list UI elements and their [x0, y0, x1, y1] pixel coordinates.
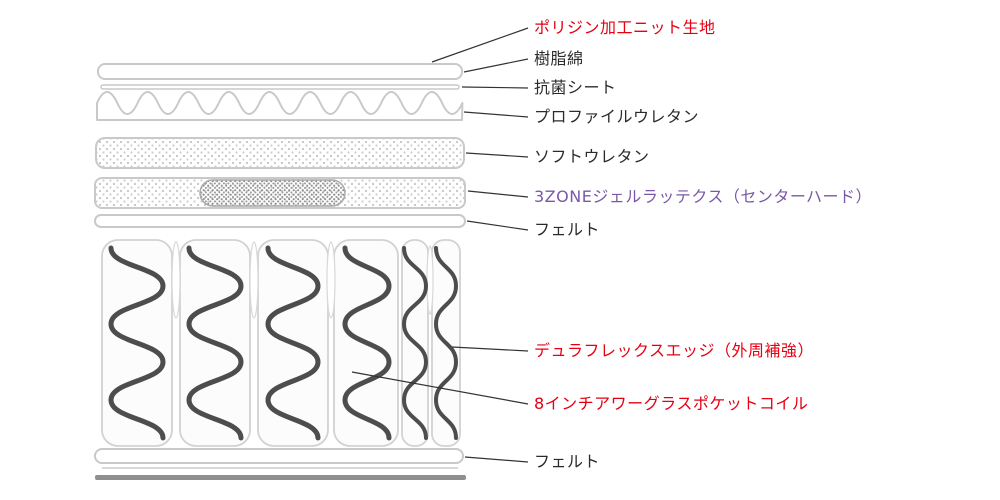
leader-line — [464, 456, 529, 463]
leader-line — [461, 86, 529, 89]
layer-3zone-center-hard — [199, 179, 346, 207]
label-felt-upper: フェルト — [534, 220, 601, 239]
leader-line — [463, 111, 529, 118]
spring-coil — [186, 245, 244, 441]
spring-coil — [108, 245, 166, 441]
label-profile-urethane: プロファイルウレタン — [534, 107, 700, 126]
layer-felt-lower — [94, 448, 464, 464]
leader-line — [466, 220, 529, 231]
leader-line — [463, 58, 529, 73]
leader-line — [465, 152, 529, 158]
layer-top-fabric — [97, 63, 463, 80]
label-antibacterial-sheet: 抗菌シート — [534, 78, 617, 97]
layer-antibacterial-sheet — [100, 84, 460, 90]
leader-line — [431, 27, 529, 63]
leader-line — [351, 371, 529, 405]
layer-3zone-latex — [94, 177, 466, 209]
label-pocket-coil: 8インチアワーグラスポケットコイル — [534, 394, 809, 413]
spring-coil-edge — [433, 246, 459, 440]
label-resin-cotton: 樹脂綿 — [534, 49, 584, 68]
spring-coil — [265, 245, 321, 441]
label-polygiene-knit-fabric: ポリジン加工ニット生地 — [534, 18, 716, 37]
label-3zone-gel-latex: 3ZONEジェルラッテクス（センターハード） — [534, 187, 873, 206]
label-duraflex-edge: デュラフレックスエッジ（外周補強） — [534, 341, 815, 360]
springs — [108, 245, 459, 441]
pocket-coil-section — [101, 239, 461, 447]
label-felt-lower: フェルト — [534, 452, 601, 471]
leader-lines — [351, 27, 529, 463]
label-soft-urethane: ソフトウレタン — [534, 147, 650, 166]
pocket-gussets — [171, 241, 434, 319]
layer-soft-urethane — [95, 137, 465, 169]
spring-coil-edge — [401, 246, 429, 440]
spring-coil — [342, 245, 392, 441]
layer-felt-upper — [94, 214, 466, 228]
base-bar — [95, 475, 466, 480]
leader-line — [467, 190, 529, 198]
layer-profile-urethane — [96, 91, 464, 121]
leader-line — [451, 346, 529, 352]
